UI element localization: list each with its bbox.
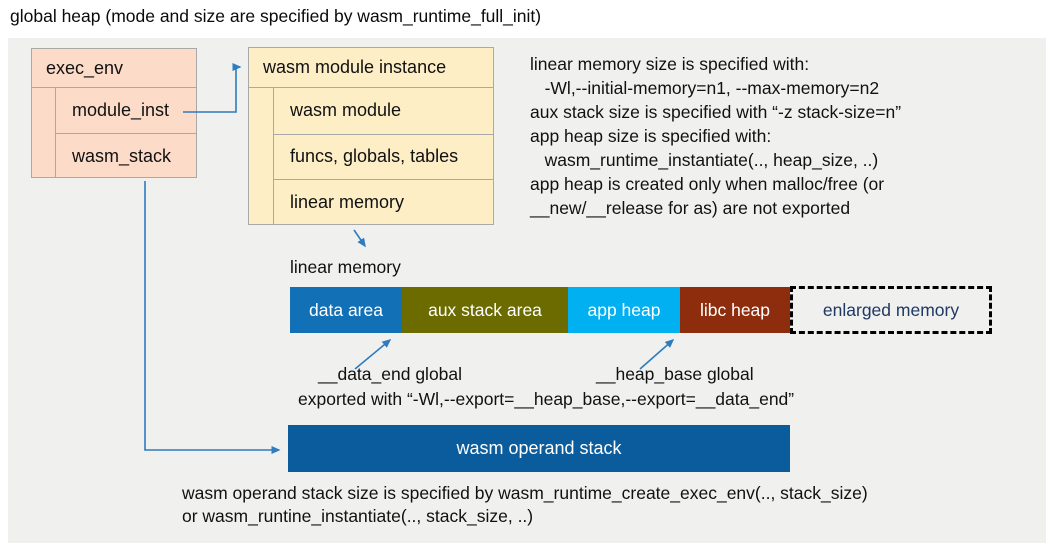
heap-base-global-label: __heap_base global: [596, 364, 754, 384]
module-instance-field: linear memory: [274, 179, 493, 225]
exec-env-box: exec_env module_inst wasm_stack: [31, 48, 197, 178]
exec-env-indent-strip: [32, 88, 56, 178]
note-line: wasm operand stack size is specified by …: [182, 483, 868, 503]
note-line: wasm_runtime_instantiate(.., heap_size, …: [530, 150, 879, 170]
wasm-module-instance-header: wasm module instance: [249, 48, 493, 88]
exec-env-rows: module_inst wasm_stack: [56, 88, 196, 178]
note-line: app heap is created only when malloc/fre…: [530, 174, 885, 194]
note-line: linear memory size is specified with:: [530, 54, 810, 74]
note-line: aux stack size is specified with “-z sta…: [530, 102, 902, 122]
memory-segment: data area: [290, 287, 402, 333]
exec-env-field: module_inst: [72, 100, 170, 120]
exec-env-field: wasm_stack: [56, 133, 196, 178]
exported-flags-label: exported with “-Wl,--export=__heap_base,…: [298, 389, 795, 409]
memory-size-notes: linear memory size is specified with: -W…: [530, 52, 901, 220]
memory-segment: libc heap: [680, 287, 790, 333]
wasm-operand-stack-bar: wasm operand stack: [288, 425, 790, 472]
note-line: -Wl,--initial-memory=n1, --max-memory=n2: [530, 78, 880, 98]
module-instance-indent-strip: [249, 88, 274, 225]
data-end-global-label: __data_end global: [318, 364, 463, 384]
module-instance-field: funcs, globals, tables: [274, 133, 493, 180]
note-line: __new/__release for as) are not exported: [530, 198, 851, 218]
wasm-module-instance-box: wasm module instance wasm module funcs, g…: [248, 47, 494, 225]
module-instance-field: wasm module: [290, 100, 402, 121]
note-line: or wasm_runtine_instantiate(.., stack_si…: [182, 506, 534, 526]
linear-memory-label: linear memory: [290, 257, 401, 277]
operand-stack-notes: wasm operand stack size is specified by …: [182, 482, 868, 528]
diagram-title: global heap (mode and size are specified…: [10, 6, 542, 26]
exec-env-header: exec_env: [32, 49, 196, 88]
memory-segment: aux stack area: [402, 287, 568, 333]
enlarged-memory-box: enlarged memory: [790, 286, 992, 334]
note-line: app heap size is specified with:: [530, 126, 772, 146]
memory-segment: app heap: [568, 287, 680, 333]
